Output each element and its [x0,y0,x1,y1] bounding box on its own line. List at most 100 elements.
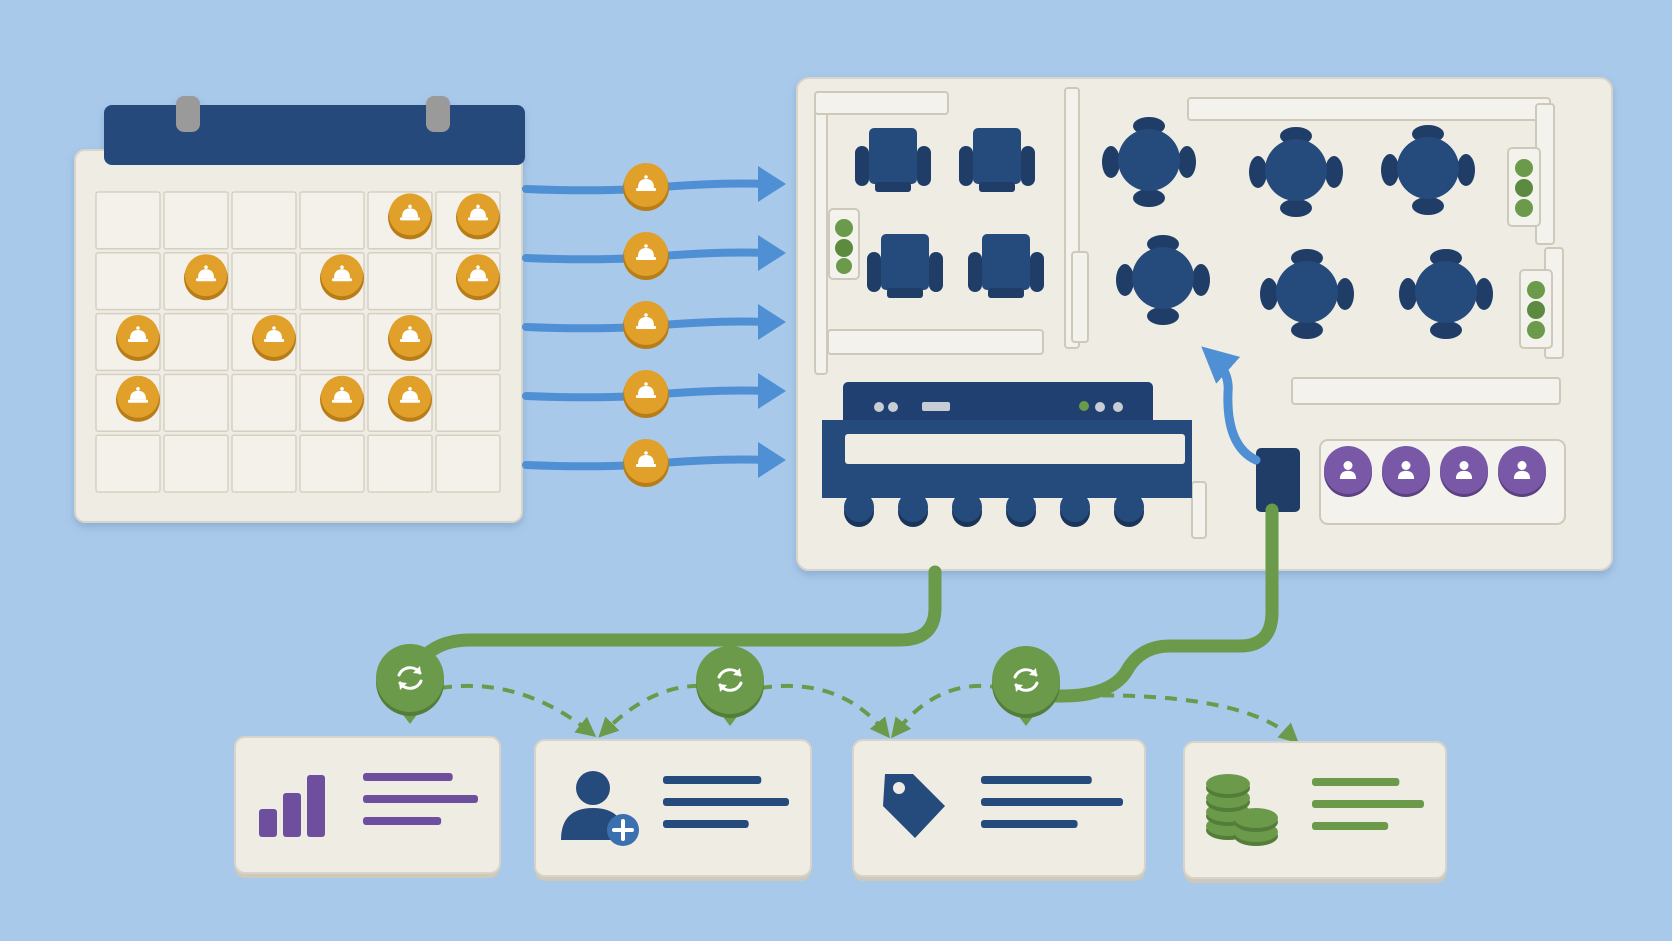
reservation-token[interactable] [252,315,296,361]
calendar-cell[interactable] [299,434,365,493]
walk-in-arrow [1201,346,1261,465]
booking-token[interactable] [623,439,669,487]
calendar-cell[interactable] [435,434,501,493]
square-table[interactable] [968,234,1044,298]
chair [1412,197,1444,215]
text-line [363,817,442,825]
chair [1102,146,1120,178]
calendar-cell[interactable] [163,434,229,493]
calendar-cell[interactable] [435,312,501,372]
calendar-cell[interactable] [231,434,297,493]
sync-nodes [376,644,1060,726]
booking-flow-arrow [522,370,786,418]
waitlist-guest[interactable] [1382,446,1430,497]
bar-stool [1006,492,1036,527]
sync-node[interactable] [376,644,444,724]
calendar-cell[interactable] [231,191,297,250]
bar-well [845,434,1185,464]
reservation-token[interactable] [388,315,432,361]
bar-end-post [1191,481,1207,539]
calendar-cell[interactable] [163,373,229,432]
booking-token[interactable] [623,163,669,211]
chair [1475,278,1493,310]
calendar-cell[interactable] [299,191,365,250]
waitlist-queue [1324,446,1546,497]
cash-register [922,402,950,411]
booking-token[interactable] [623,370,669,418]
plant-right-upper [1507,147,1541,227]
reservation-token[interactable] [116,375,160,422]
chair [1457,154,1475,186]
calendar-cell[interactable] [367,252,433,311]
chair [1249,156,1267,188]
output-card[interactable] [852,739,1146,881]
output-card[interactable] [534,739,812,881]
calendar-cell[interactable] [367,434,433,493]
sync-dashed-link [1059,693,1299,744]
square-table[interactable] [855,128,931,192]
chair [1116,264,1134,296]
calendar-cell[interactable] [95,191,161,250]
booking-token[interactable] [623,301,669,349]
wall-top-right [1187,97,1551,121]
output-card[interactable] [234,736,501,878]
calendar-cell[interactable] [163,312,229,372]
round-table[interactable] [1381,125,1475,215]
chair [1399,278,1417,310]
waitlist-guest[interactable] [1498,446,1546,497]
calendar-cell[interactable] [231,373,297,432]
calendar-cell[interactable] [95,252,161,311]
calendar-cell[interactable] [435,373,501,432]
sync-dashed-link [759,683,891,739]
booking-flow-arrow [522,301,786,349]
round-table[interactable] [1399,249,1493,339]
square-tables [855,128,1044,298]
wall-bottom-right [1291,377,1561,405]
chair [1280,199,1312,217]
text-line [663,820,749,828]
square-table[interactable] [867,234,943,298]
round-table[interactable] [1102,117,1196,207]
chair [1192,264,1210,296]
bar-stool [952,492,982,527]
output-card[interactable] [1183,741,1447,883]
round-table[interactable] [1249,127,1343,217]
calendar-ring-left [176,96,200,132]
reservation-token[interactable] [116,315,160,361]
round-table[interactable] [1116,235,1210,325]
square-table[interactable] [959,128,1035,192]
reservation-token[interactable] [320,254,364,301]
coin-stack-icon [1206,774,1278,846]
calendar-cell[interactable] [231,252,297,311]
reservation-token[interactable] [456,193,500,240]
booking-token[interactable] [623,232,669,280]
reservation-token[interactable] [184,254,228,301]
calendar-cell[interactable] [95,434,161,493]
calendar-cell[interactable] [299,312,365,372]
bar-stool [1114,492,1144,527]
sync-dashes [439,683,1299,744]
wall-left [814,91,828,375]
text-line [981,776,1092,784]
chair [1381,154,1399,186]
text-line [981,820,1078,828]
round-table[interactable] [1260,249,1354,339]
text-line [663,776,762,784]
arrow-head [758,166,786,202]
reservation-token[interactable] [456,254,500,301]
waitlist-guest[interactable] [1440,446,1488,497]
sync-node[interactable] [992,646,1060,726]
booking-flow-arrow [522,163,786,211]
calendar-cell[interactable] [163,191,229,250]
text-line [363,795,478,803]
bar-stool [898,492,928,527]
sync-dashed-link [439,683,597,737]
sync-node[interactable] [696,646,764,726]
reservation-token[interactable] [320,375,364,422]
reservation-token[interactable] [388,375,432,422]
text-line [1312,800,1424,808]
wall-top-left [814,91,949,115]
waitlist-guest[interactable] [1324,446,1372,497]
reservation-token[interactable] [388,193,432,240]
